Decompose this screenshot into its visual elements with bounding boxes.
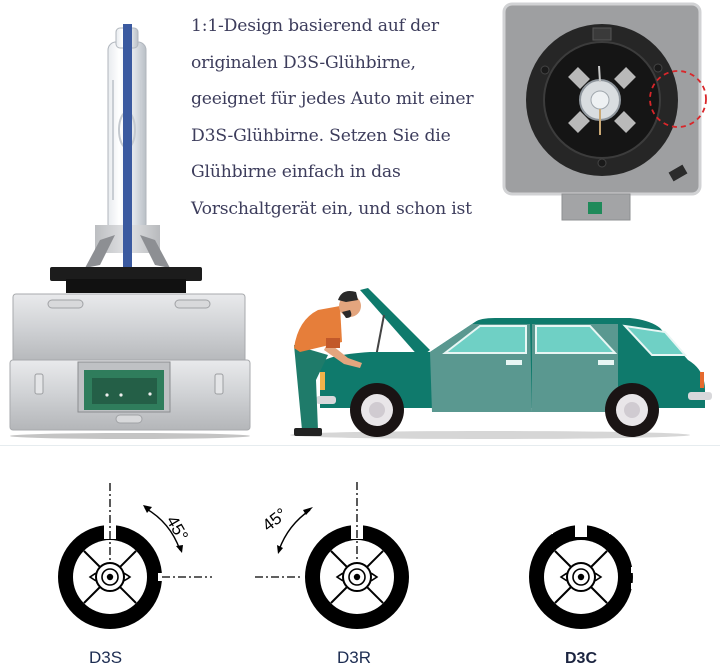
description-line: Vorschaltgerät ein, und schon ist (191, 198, 472, 219)
socket-d3s-diagram: 45° (58, 483, 212, 629)
svg-text:45°: 45° (163, 513, 192, 545)
mechanic-car-illustration (290, 288, 712, 439)
description-line: D3S-Glühbirne. Setzen Sie die (191, 125, 451, 146)
description-line: geeignet für jedes Auto mit einer (191, 89, 474, 109)
highlight-circle (649, 70, 707, 128)
socket-d3r-diagram: 45° (255, 482, 409, 629)
description-line: Glühbirne einfach in das (191, 162, 401, 182)
section-divider (0, 445, 720, 446)
socket-label-d3s: D3S (89, 648, 123, 667)
socket-diagrams: 45° 45° (58, 482, 636, 629)
bulb-side-view-image (9, 24, 251, 439)
socket-label-d3r: D3R (337, 648, 372, 667)
product-description: 1:1-Design basierend auf der originalen … (191, 8, 491, 227)
socket-label-d3c: D3C (565, 650, 598, 667)
description-line: 1:1-Design basierend auf der (191, 16, 439, 36)
bulb-back-view-image (502, 2, 707, 221)
description-line: originalen D3S-Glühbirne, (191, 52, 416, 73)
socket-d3c-diagram (529, 523, 636, 629)
svg-text:45°: 45° (259, 504, 291, 535)
